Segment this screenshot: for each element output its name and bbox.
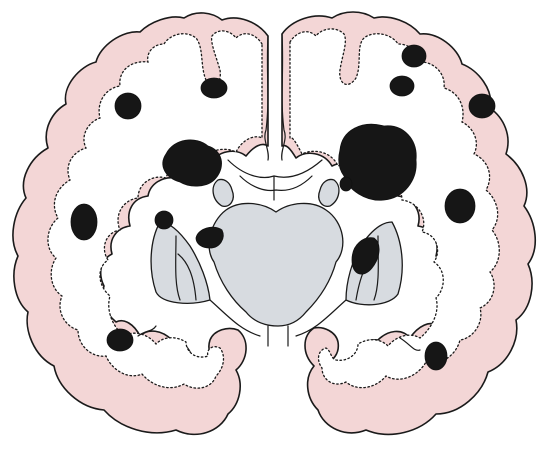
lesion-right-subcortical — [445, 189, 475, 223]
lesion-left-frontal-small — [201, 78, 227, 98]
lesion-left-juxtaventricular — [155, 211, 173, 229]
left-caudate — [213, 179, 233, 206]
lesion-right-temporal — [425, 342, 447, 370]
thalamus — [209, 203, 343, 326]
lesion-left-frontal-lateral — [115, 93, 141, 119]
corpus-callosum-upper — [228, 160, 322, 177]
right-caudate — [319, 179, 339, 206]
lesion-right-juxtacortical — [340, 177, 352, 191]
lesion-right-frontal-upper — [402, 45, 426, 67]
lesion-left-temporal — [107, 329, 133, 351]
corpus-callosum-lower — [240, 176, 312, 190]
lesion-right-frontal-lateral — [469, 94, 495, 118]
lesion-right-frontal-mid — [390, 76, 414, 96]
lesion-left-caudate — [196, 227, 223, 248]
deep-gray-structures — [138, 179, 420, 350]
lesion-left-subcortical — [71, 204, 97, 240]
